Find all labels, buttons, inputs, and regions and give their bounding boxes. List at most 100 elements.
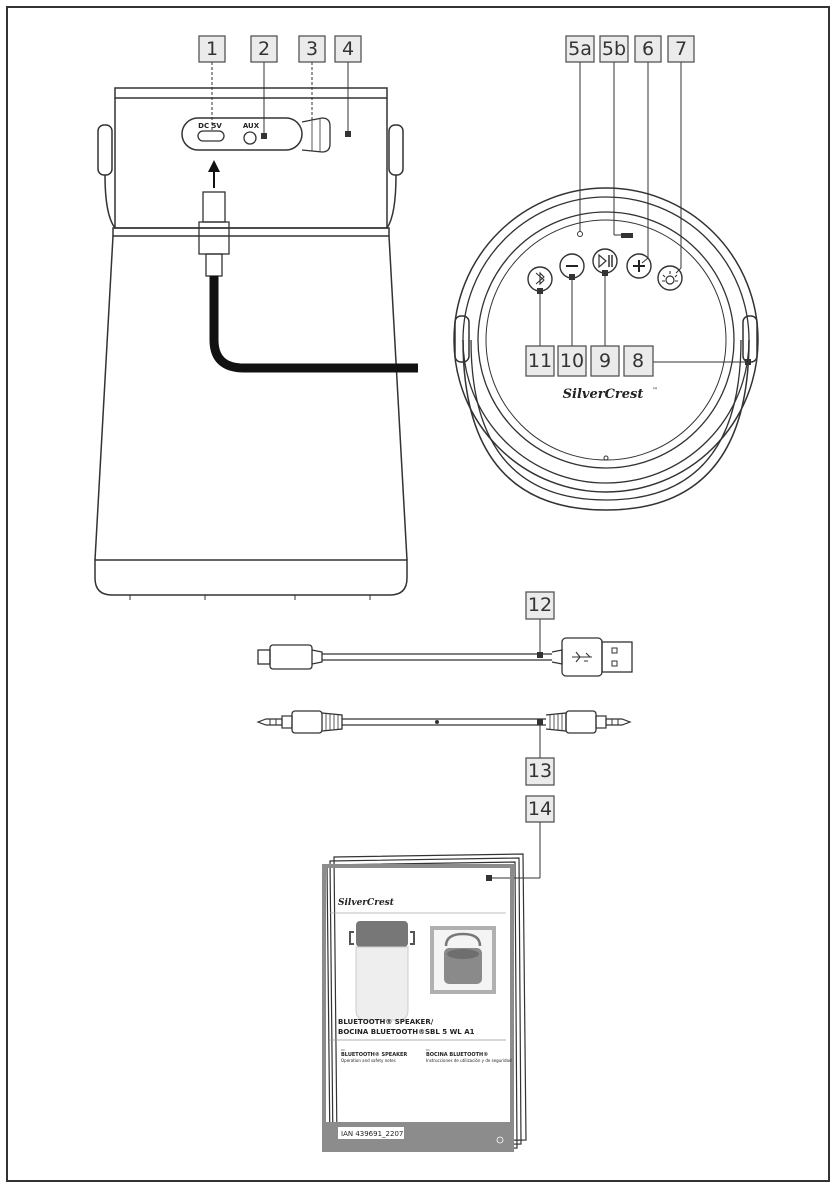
manual-model: SBL 5 WL A1 [425,1028,475,1036]
bluetooth-icon [535,271,545,286]
callout-8-label: 8 [632,350,644,372]
aux-jack-right-tip [605,718,632,726]
top-mic-hole [603,455,609,461]
manual-right-col-sub: Instrucciones de utilización y de seguri… [426,1058,512,1063]
callout-9: 9 [590,345,620,377]
manual-title-line2: BOCINA BLUETOOTH® [338,1028,425,1036]
speaker-band [112,227,390,237]
insert-arrow-head [208,160,220,172]
volume-up-button[interactable] [626,253,652,279]
port-cover-ridges [311,119,321,152]
callout-13-label: 13 [528,760,552,782]
micro-usb-tip [257,649,271,665]
usb-plug-tip [202,191,226,223]
manual-ian-box [338,1127,404,1139]
light-bulb-icon [665,275,675,285]
callout-11: 11 [525,345,555,377]
manual-page-back-2 [329,857,522,1148]
callout-5b-label: 5b [602,38,626,60]
top-ring-3 [477,211,735,469]
usb-cable [257,637,633,677]
usb-cable-black [209,276,418,373]
manual-left-col-title: BLUETOOTH® SPEAKER [341,1052,407,1058]
light-button[interactable] [657,265,683,291]
usb-a-tip [601,641,633,673]
callout-2: 2 [250,35,278,63]
callout-5a-label: 5a [568,38,592,60]
callout-5a: 5a [565,35,595,63]
handle-arm-right [386,174,397,229]
instruction-manual: SilverCrest BLUETOOTH® SPEAKER/ BOCINA B… [322,853,527,1152]
speaker-side-view: DC 5V AUX [94,87,418,600]
manual-left-flag: ▭ [341,1047,345,1052]
callout-14-label: 14 [528,798,552,820]
leader-lines [211,62,751,881]
play-pause-button[interactable] [592,248,618,274]
manual-right-flag: ▭ [426,1047,430,1052]
callout-7: 7 [667,35,695,63]
manual-right-col-title: BOCINA BLUETOOTH® [426,1052,488,1058]
page-frame [6,6,830,1182]
status-led-5a [577,231,583,237]
manual-cover-frame [322,864,514,1152]
aux-jack-right-body [565,710,597,734]
callout-10: 10 [557,345,587,377]
callout-8: 8 [623,345,654,377]
callout-13: 13 [525,757,555,786]
usb-plug-strain-relief [205,253,223,277]
handle-bracket-left [97,124,113,176]
callout-1: 1 [198,35,226,63]
usb-symbol-icon [572,651,592,663]
dc-port [197,130,225,142]
aux-cable [256,710,632,734]
callout-6-label: 6 [642,38,654,60]
callout-6: 6 [634,35,662,63]
callout-4: 4 [334,35,362,63]
callout-14: 14 [525,795,555,823]
bluetooth-button[interactable] [527,266,553,292]
aux-port-label: AUX [243,122,260,130]
speaker-feet [129,595,371,600]
play-pause-icon [598,253,607,269]
handle-bracket-right [388,124,404,176]
manual-brand-logo: SilverCrest [338,898,395,908]
manual-page-mark [496,1136,504,1144]
speaker-top-cap [114,87,388,99]
top-brand-logo: SilverCrest [563,387,644,402]
speaker-lower-body [94,235,408,561]
callout-3-label: 3 [306,38,318,60]
aux-jack-left-body [291,710,323,734]
top-handle-outer [462,339,750,511]
callout-4-label: 4 [342,38,354,60]
manual-photo-speaker-top [356,921,408,947]
speaker-top-view: SilverCrest ™ [453,187,759,511]
top-brand-trademark: ™ [652,387,658,394]
top-ring-2 [462,196,750,484]
manual-photo-speaker-body [355,946,409,1021]
dc-port-label: DC 5V [198,122,222,130]
speaker-base [94,559,408,596]
manual-ian: IAN 439691_2207 [341,1130,403,1138]
callout-5b: 5b [599,35,629,63]
charge-led-5b [621,233,633,238]
callout-7-label: 7 [675,38,687,60]
callout-12-label: 12 [528,594,552,616]
top-outer-ring [453,187,759,493]
top-bracket-right [742,315,758,363]
manual-title-line1: BLUETOOTH® SPEAKER/ [338,1018,434,1026]
usb-plug-body [198,221,230,255]
top-inner-ring [485,219,727,461]
port-cover-flap [301,117,331,153]
top-bracket-left [454,315,470,363]
port-cover-recess [181,117,303,151]
manual-left-col-sub: Operation and safety notes [341,1058,396,1063]
callout-9-label: 9 [599,350,611,372]
callout-11-label: 11 [528,350,552,372]
top-handle-inner [470,339,742,501]
manual-page-back-3 [333,853,527,1144]
aux-port [243,131,257,145]
callout-12: 12 [525,591,555,620]
callout-3: 3 [298,35,326,63]
callout-1-label: 1 [206,38,218,60]
